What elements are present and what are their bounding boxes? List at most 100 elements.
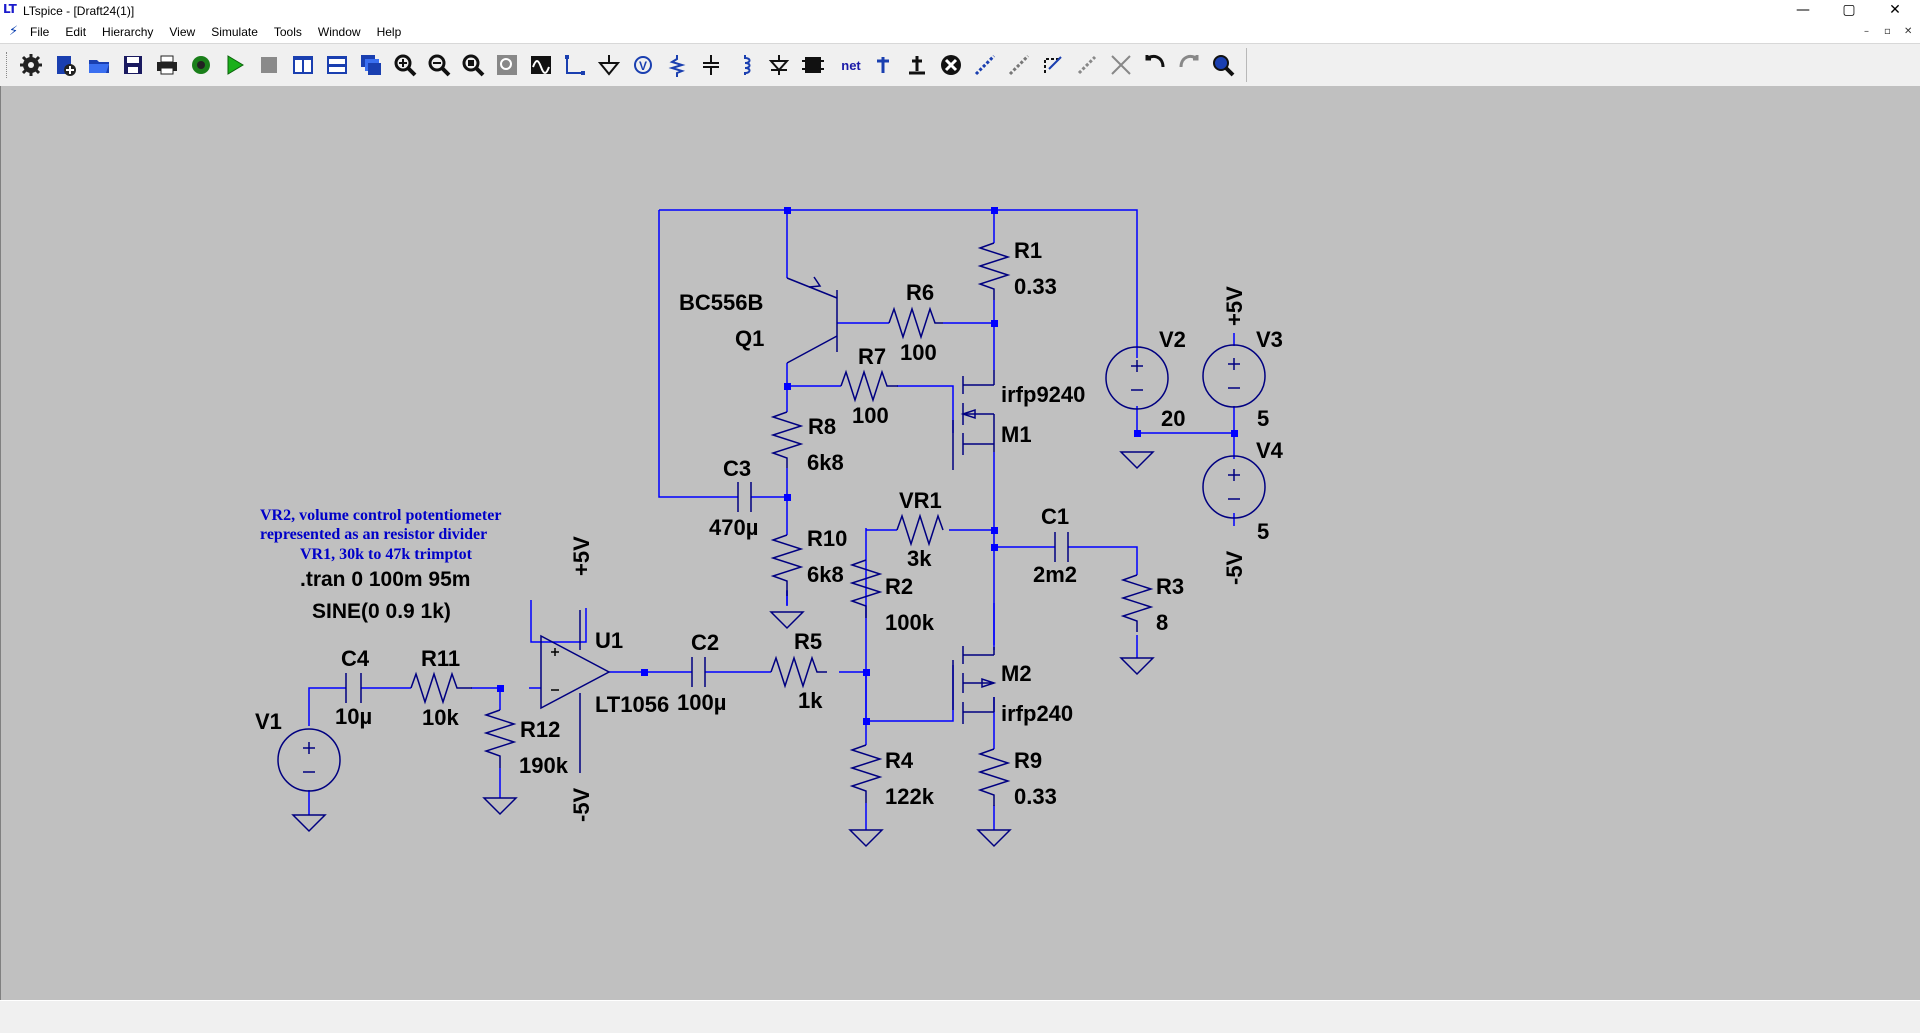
menu-help[interactable]: Help	[376, 25, 402, 39]
zoom-fit-icon[interactable]	[460, 52, 486, 78]
zoom-area-icon[interactable]	[494, 52, 520, 78]
source-value-sine: SINE(0 0.9 1k)	[312, 600, 451, 623]
components[interactable]	[277, 242, 1266, 806]
rotate-icon[interactable]	[1074, 52, 1100, 78]
label-r9: R9	[1014, 748, 1042, 773]
move-icon[interactable]	[972, 52, 998, 78]
menu-view[interactable]: View	[169, 25, 196, 39]
label-c2-value: 100µ	[677, 690, 726, 715]
mdi-close-button[interactable]: ✕	[1904, 26, 1913, 37]
label-r8: R8	[808, 414, 836, 439]
label-m1-model: irfp9240	[1001, 382, 1085, 407]
title-bar: LT LTspice - [Draft24(1)] — ▢ ✕	[0, 0, 1920, 22]
label-r2-value: 100k	[885, 610, 935, 635]
ground-symbols	[291, 451, 1155, 848]
ltspice-logo-icon: LT	[3, 2, 17, 16]
label-r7: R7	[858, 344, 886, 369]
schematic-drawing[interactable]: R1 0.33 R6 100 BC556B Q1 R7 100 irfp9240…	[1, 86, 1919, 1000]
new-schematic-icon[interactable]	[52, 52, 78, 78]
menu-file[interactable]: File	[30, 25, 50, 39]
ground-icon[interactable]	[596, 52, 622, 78]
label-v4-node: -5V	[1222, 550, 1247, 585]
svg-text:V: V	[639, 59, 647, 73]
control-panel-icon[interactable]	[188, 52, 214, 78]
label-r4-value: 122k	[885, 784, 935, 809]
halt-icon[interactable]	[256, 52, 282, 78]
label-node-icon[interactable]: V	[630, 52, 656, 78]
label-q1-model: BC556B	[679, 290, 763, 315]
label-u1: U1	[595, 628, 623, 653]
cascade-icon[interactable]	[358, 52, 384, 78]
menu-bar: ⚡ File Edit Hierarchy View Simulate Tool…	[0, 22, 1920, 43]
print-icon[interactable]	[154, 52, 180, 78]
maximize-button[interactable]: ▢	[1842, 2, 1856, 18]
tile-vertical-icon[interactable]	[290, 52, 316, 78]
menu-simulate[interactable]: Simulate	[211, 25, 258, 39]
comment-line-1: VR2, volume control potentiometer	[260, 507, 501, 524]
gear-icon[interactable]	[18, 52, 44, 78]
run-icon[interactable]	[222, 52, 248, 78]
minimize-button[interactable]: —	[1796, 2, 1810, 18]
close-button[interactable]: ✕	[1889, 2, 1901, 18]
label-r4: R4	[885, 748, 914, 773]
label-q1: Q1	[735, 326, 764, 351]
mdi-restore-button[interactable]: ▫	[1884, 26, 1891, 37]
spice-directive-icon[interactable]	[904, 52, 930, 78]
label-r11: R11	[421, 646, 460, 671]
mdi-minimize-button[interactable]: –	[1864, 26, 1869, 37]
label-c1: C1	[1041, 504, 1069, 529]
menu-window[interactable]: Window	[317, 25, 361, 39]
label-r5-value: 1k	[798, 688, 823, 713]
label-v4-value: 5	[1257, 519, 1269, 544]
open-icon[interactable]	[86, 52, 112, 78]
menu-items: File Edit Hierarchy View Simulate Tools …	[30, 25, 417, 39]
net-label-icon[interactable]: net	[841, 57, 861, 73]
drag-icon[interactable]	[1006, 52, 1032, 78]
label-v1: V1	[255, 709, 282, 734]
waveform-icon[interactable]	[528, 52, 554, 78]
delete-icon[interactable]	[938, 52, 964, 78]
document-icon[interactable]: ⚡	[9, 24, 19, 39]
label-r10-value: 6k8	[807, 562, 844, 587]
menu-hierarchy[interactable]: Hierarchy	[102, 25, 154, 39]
label-v3-value: 5	[1257, 406, 1269, 431]
inductor-icon[interactable]	[732, 52, 758, 78]
source-polarity-marks	[303, 358, 1240, 773]
tile-horizontal-icon[interactable]	[324, 52, 350, 78]
label-m2-model: irfp240	[1001, 701, 1073, 726]
zoom-out-icon[interactable]	[426, 52, 452, 78]
menu-edit[interactable]: Edit	[65, 25, 87, 39]
wire-icon[interactable]	[562, 52, 588, 78]
redo-icon[interactable]	[1176, 52, 1202, 78]
text-icon[interactable]	[870, 52, 896, 78]
comment-line-3: VR1, 30k to 47k trimptot	[300, 546, 473, 563]
label-v3-node: +5V	[1222, 286, 1247, 326]
junction-dots	[497, 207, 1238, 725]
capacitor-icon[interactable]	[698, 52, 724, 78]
label-r6-value: 100	[900, 340, 937, 365]
label-r6: R6	[906, 280, 934, 305]
label-v3: V3	[1256, 327, 1283, 352]
label-r8-value: 6k8	[807, 450, 844, 475]
save-icon[interactable]	[120, 52, 146, 78]
find-icon[interactable]	[1210, 52, 1236, 78]
toolbar-grip[interactable]	[6, 52, 9, 78]
mirror-icon[interactable]	[1108, 52, 1134, 78]
undo-icon[interactable]	[1142, 52, 1168, 78]
label-r7-value: 100	[852, 403, 889, 428]
component-icon[interactable]	[800, 52, 826, 78]
label-c3-value: 470µ	[709, 515, 758, 540]
zoom-in-icon[interactable]	[392, 52, 418, 78]
label-r1: R1	[1014, 238, 1042, 263]
diode-icon[interactable]	[766, 52, 792, 78]
menu-tools[interactable]: Tools	[273, 25, 302, 39]
spice-directive-tran: .tran 0 100m 95m	[300, 568, 470, 591]
duplicate-icon[interactable]	[1040, 52, 1066, 78]
label-r3-value: 8	[1156, 610, 1168, 635]
label-c3: C3	[723, 456, 751, 481]
schematic-annotations[interactable]: VR2, volume control potentiometer repres…	[260, 507, 501, 623]
schematic-canvas[interactable]: R1 0.33 R6 100 BC556B Q1 R7 100 irfp9240…	[0, 86, 1920, 1000]
resistor-icon[interactable]	[664, 52, 690, 78]
label-c4: C4	[341, 646, 370, 671]
label-r9-value: 0.33	[1014, 784, 1057, 809]
